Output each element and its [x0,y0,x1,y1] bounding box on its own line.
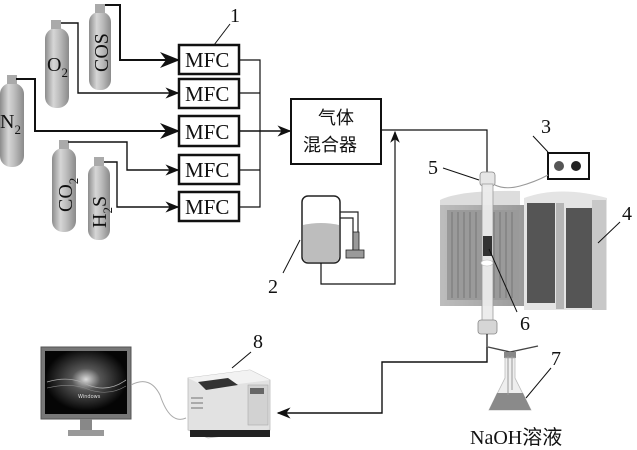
label-8: 8 [253,331,263,353]
cylinder-o2: O2 [45,20,69,108]
cylinder-label-o2: O2 [47,54,68,80]
cylinder-label-co2: CO2 [55,178,81,212]
gas-mixer-box [290,98,382,165]
catalyst-bed [483,236,492,256]
mixer-to-reactor-line [381,129,488,172]
cylinder-label-n2: N2 [0,111,21,137]
gas-chromatograph [187,369,271,439]
naoh-solution-label: NaOH溶液 [470,426,562,449]
gas-mixer-label-line2: 混合器 [303,135,357,156]
monitor-cable [130,381,187,420]
monitor-screen [45,351,127,414]
mfc-label-4: MFC [185,158,229,182]
label-6: 6 [520,313,530,335]
leader-6 [488,248,518,313]
leader-4 [597,221,621,244]
leader-2 [282,239,301,274]
mfc-box-4 [177,153,241,186]
leader-1 [213,23,231,46]
tube-furnace [440,190,607,310]
monitor-screen-text: Windows [78,394,101,400]
cylinder-label-cos: COS [91,33,113,72]
reactor-to-gc-line [276,347,488,419]
quartz-tube-reactor [477,171,498,347]
naoh-absorption-flask [487,345,539,411]
controller-indicator-right [571,161,581,171]
label-5: 5 [428,157,438,179]
mfc-box-5 [177,190,241,223]
controller-wire [494,174,549,189]
mfc-label-1: MFC [185,48,229,72]
gas-mixer-label-line1: 气体 [318,108,354,129]
cylinder-n2: N2 [0,75,24,167]
label-3: 3 [541,116,551,138]
controller-indicator-left [554,161,564,171]
leader-8 [231,351,252,369]
mfc-label-2: MFC [185,82,229,106]
mfc-box-3 [177,114,241,148]
cylinder-cos: COS [89,4,113,90]
cylinder-label-h2s: H2S [89,196,115,228]
label-4: 4 [622,203,632,225]
label-7: 7 [551,348,561,370]
mfc-label-5: MFC [185,195,229,219]
label-2: 2 [268,276,278,298]
mfc-label-3: MFC [185,120,229,144]
cylinder-co2: CO2 [52,140,81,232]
mfc-group: MFC MFC MFC MFC MFC [177,43,241,223]
leader-3 [532,135,549,153]
computer-monitor: Windows [40,346,132,436]
cylinder-h2s: H2S [88,157,115,240]
water-saturator [301,130,400,285]
gas-lines [16,4,180,213]
leader-7 [525,367,552,399]
label-1: 1 [230,5,240,27]
manifold-lines [239,59,292,208]
leader-5 [442,167,480,181]
